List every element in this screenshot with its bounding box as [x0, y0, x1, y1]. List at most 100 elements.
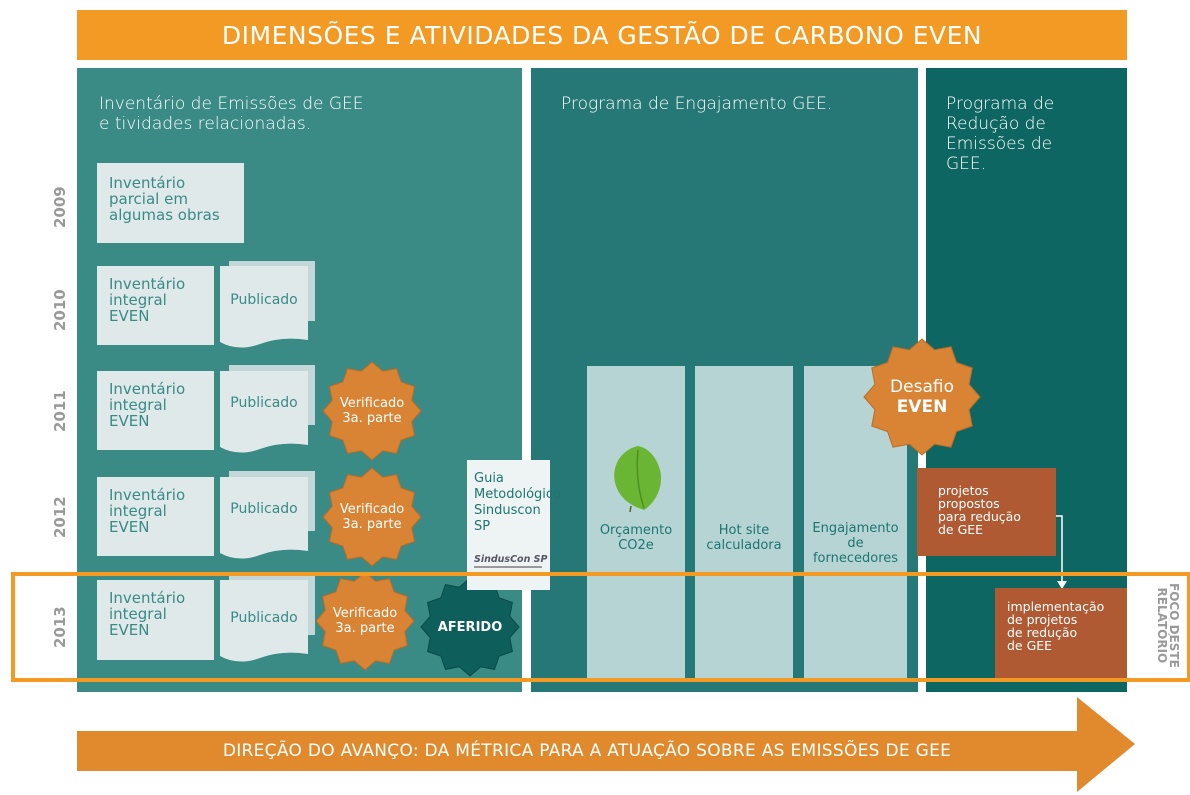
card-line: parcial em — [109, 190, 188, 208]
column-title-line: Inventário de Emissões de GEE — [99, 94, 364, 114]
card-line: integral — [109, 396, 167, 414]
focus-label-line: RELATÓRIO — [1155, 587, 1169, 664]
document-shape — [220, 371, 308, 453]
badge-line: Verificado — [339, 396, 405, 411]
badge-line: Desafio — [890, 377, 954, 397]
card-line: Metodológico — [474, 487, 562, 502]
box-line: de GEE — [1007, 638, 1053, 653]
box-line: de GEE — [938, 522, 984, 537]
box-line: de projetos — [1007, 612, 1078, 627]
star-badge-icon — [863, 338, 981, 456]
box-line: implementação — [1007, 599, 1105, 614]
published-document-2011: Publicado — [220, 371, 308, 455]
verified-badge-2012: Verificado 3a. parte — [322, 467, 422, 567]
desafio-badge-text: Desafio EVEN — [863, 338, 981, 456]
published-document-2013: Publicado — [220, 580, 308, 664]
box-line: projetos — [938, 483, 989, 498]
document-shape — [220, 580, 308, 662]
card-line: Inventário — [109, 486, 186, 504]
box-line: de redução — [1007, 625, 1078, 640]
card-line: EVEN — [109, 307, 150, 325]
card-line: Inventário — [109, 589, 186, 607]
projetos-propostos-box: projetos propostos para redução de GEE — [917, 468, 1056, 556]
inventory-card-2011: Inventário integral EVEN — [97, 371, 214, 450]
card-line: EVEN — [109, 621, 150, 639]
star-badge-icon — [322, 361, 422, 461]
column-reduction-title: Programa de Redução de Emissões de GEE. — [946, 94, 1054, 174]
sinduscon-logo: SindusCon SP — [474, 552, 548, 574]
column-title-line: Redução de — [946, 114, 1046, 134]
document-shape — [220, 477, 308, 559]
flow-arrow-icon — [1056, 515, 1067, 589]
card-line: EVEN — [109, 518, 150, 536]
column-title-line: e tividades relacionadas. — [99, 114, 312, 134]
bar-label-line: calculadora — [706, 538, 782, 553]
document-shape — [220, 266, 308, 348]
bar-label: Orçamento CO2e — [587, 523, 685, 553]
implementacao-box: implementação de projetos de redução de … — [995, 588, 1127, 678]
verified-badge-2011: Verificado 3a. parte — [322, 361, 422, 461]
card-line: integral — [109, 605, 167, 623]
column-title-line: Programa de — [946, 94, 1055, 114]
card-line: integral — [109, 502, 167, 520]
bar-label-line: fornecedores — [812, 551, 899, 566]
bar-hot-site: Hot site calculadora — [695, 366, 793, 680]
verified-badge-text: Verificado 3a. parte — [322, 361, 422, 461]
direction-arrow-text: DIREÇÃO DO AVANÇO: DA MÉTRICA PARA A ATU… — [222, 741, 952, 761]
badge-line: 3a. parte — [342, 411, 402, 426]
badge-line: 3a. parte — [342, 517, 402, 532]
inventory-card-2012: Inventário integral EVEN — [97, 477, 214, 556]
direction-arrow-icon — [77, 697, 1135, 792]
box-line: propostos — [938, 496, 1000, 511]
inventory-card-2009: Inventário parcial em algumas obras — [97, 163, 244, 243]
column-engagement-title: Programa de Engajamento GEE. — [561, 94, 833, 114]
published-document-2012: Publicado — [220, 477, 308, 561]
logo-underline — [474, 566, 542, 568]
bar-label-line: Engajamento — [812, 521, 899, 536]
focus-frame-2013 — [11, 572, 1190, 682]
inventory-card-2013: Inventário integral EVEN — [97, 580, 214, 660]
card-line: Inventário — [109, 380, 186, 398]
title-banner: DIMENSÕES E ATIVIDADES DA GESTÃO DE CARB… — [77, 10, 1127, 60]
sinduscon-logo-text: SindusCon SP — [474, 554, 548, 565]
badge-line: EVEN — [896, 397, 948, 417]
bar-label-line: Orçamento — [599, 523, 673, 538]
card-line: Guia — [474, 471, 504, 486]
card-line: Sinduscon SP — [474, 503, 541, 534]
star-badge-icon — [420, 577, 520, 677]
inventory-card-2010: Inventário integral EVEN — [97, 266, 214, 345]
year-label-2011: 2011 — [51, 390, 69, 432]
column-title-line: Emissões de — [946, 134, 1053, 154]
bar-label-line: de — [847, 536, 864, 551]
column-title-line: GEE. — [946, 154, 987, 174]
aferido-badge-text: AFERIDO — [437, 619, 503, 635]
year-label-2009: 2009 — [51, 186, 69, 228]
verified-badge-text: Verificado 3a. parte — [322, 467, 422, 567]
badge-line: 3a. parte — [335, 621, 395, 636]
year-label-2012: 2012 — [51, 496, 69, 538]
card-line: integral — [109, 291, 167, 309]
box-line: para redução — [938, 509, 1021, 524]
verified-badge-2013: Verificado 3a. parte — [315, 571, 415, 671]
focus-label-line: FOCO DESTE — [1167, 583, 1181, 668]
card-line: EVEN — [109, 412, 150, 430]
year-label-2010: 2010 — [51, 289, 69, 331]
aferido-badge: AFERIDO — [420, 577, 520, 677]
desafio-even-badge: Desafio EVEN — [863, 338, 981, 456]
star-badge-icon — [322, 467, 422, 567]
bar-label-line: CO2e — [618, 538, 654, 553]
star-badge-icon — [315, 571, 415, 671]
bar-label-line: Hot site — [718, 523, 770, 538]
badge-line: Verificado — [339, 502, 405, 517]
verified-badge-text: Verificado 3a. parte — [315, 571, 415, 671]
guia-metodologico-card: Guia Metodológico Sinduscon SP SindusCon… — [467, 460, 562, 590]
column-inventory-title: Inventário de Emissões de GEE e tividade… — [99, 94, 364, 134]
published-document-2010: Publicado — [220, 266, 308, 350]
card-line: Inventário — [109, 275, 186, 293]
bar-label: Engajamento de fornecedores — [804, 521, 907, 566]
leaf-icon — [614, 446, 662, 512]
card-line: Inventário — [109, 174, 186, 192]
bar-label: Hot site calculadora — [695, 523, 793, 553]
published-label: Publicado — [230, 395, 298, 411]
bar-orcamento: Orçamento CO2e — [587, 366, 685, 680]
